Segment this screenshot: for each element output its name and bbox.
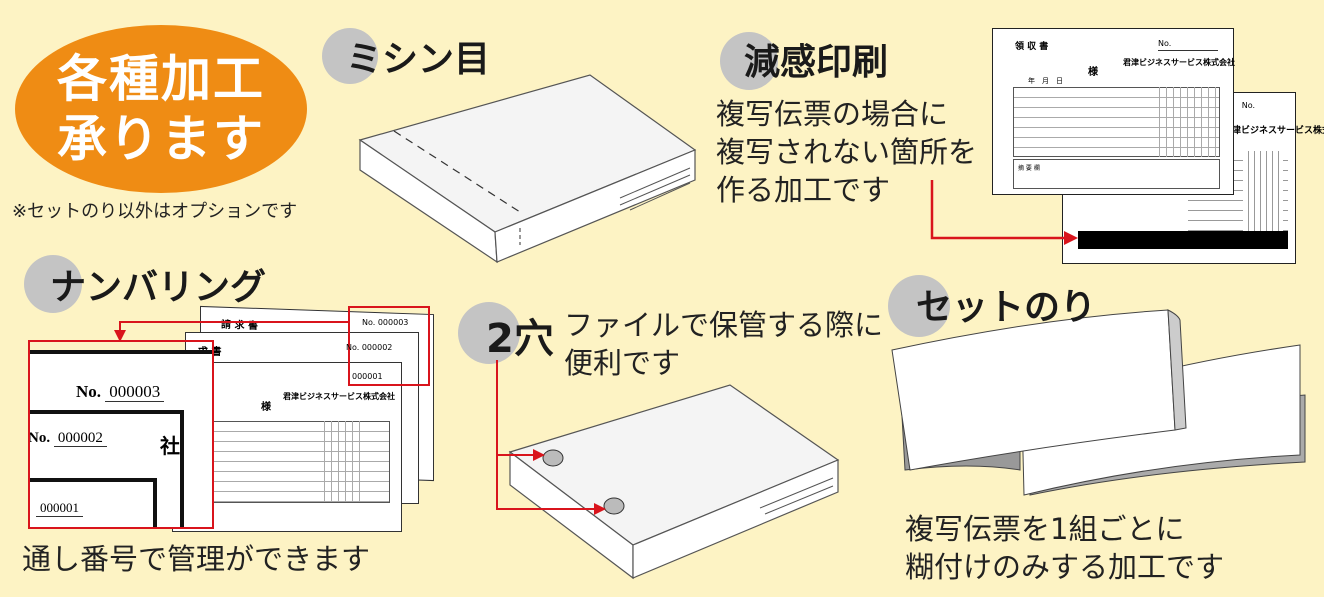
title-circle	[720, 32, 778, 90]
title-circle	[458, 302, 520, 364]
twohole-pad-illustration	[496, 360, 840, 580]
twohole-desc: ファイルで保管する際に 便利です	[564, 308, 884, 380]
receipt-original: 領 収 書 No. 様 君津ビジネスサービス株式会社 年 月 日 摘 要 欄	[992, 28, 1235, 195]
desensitize-arrow	[930, 180, 1078, 245]
title-circle	[888, 275, 950, 337]
title-circle	[24, 255, 82, 313]
desensitize-title: 減感印刷	[744, 42, 889, 83]
setglue-title: セットのり	[916, 287, 1097, 328]
numbering-desc: 通し番号で管理ができます	[22, 542, 371, 576]
desensitized-black-band	[1078, 231, 1288, 249]
numbering-title: ナンバリング	[50, 267, 267, 308]
option-note: ※セットのり以外はオプションです	[12, 201, 298, 222]
setglue-illustration	[891, 309, 1306, 496]
perforation-title: ミシン目	[346, 39, 491, 80]
twohole-title: 2穴	[486, 316, 554, 362]
title-circle	[322, 28, 378, 84]
number-highlight-box	[348, 306, 430, 386]
desensitize-desc: 複写伝票の場合に 複写されない箇所を 作る加工です	[716, 97, 978, 207]
badge-line2: 承ります	[57, 110, 265, 168]
offer-badge: 各種加工 承ります	[15, 25, 307, 193]
numbering-arrow	[114, 321, 348, 342]
setglue-desc: 複写伝票を1組ごとに 糊付けのみする加工です	[905, 512, 1225, 584]
perforation-pad-illustration	[358, 74, 697, 264]
badge-line1: 各種加工	[57, 50, 265, 108]
number-zoom-box: No. 000003 No. 000002 社 000001	[28, 340, 214, 529]
